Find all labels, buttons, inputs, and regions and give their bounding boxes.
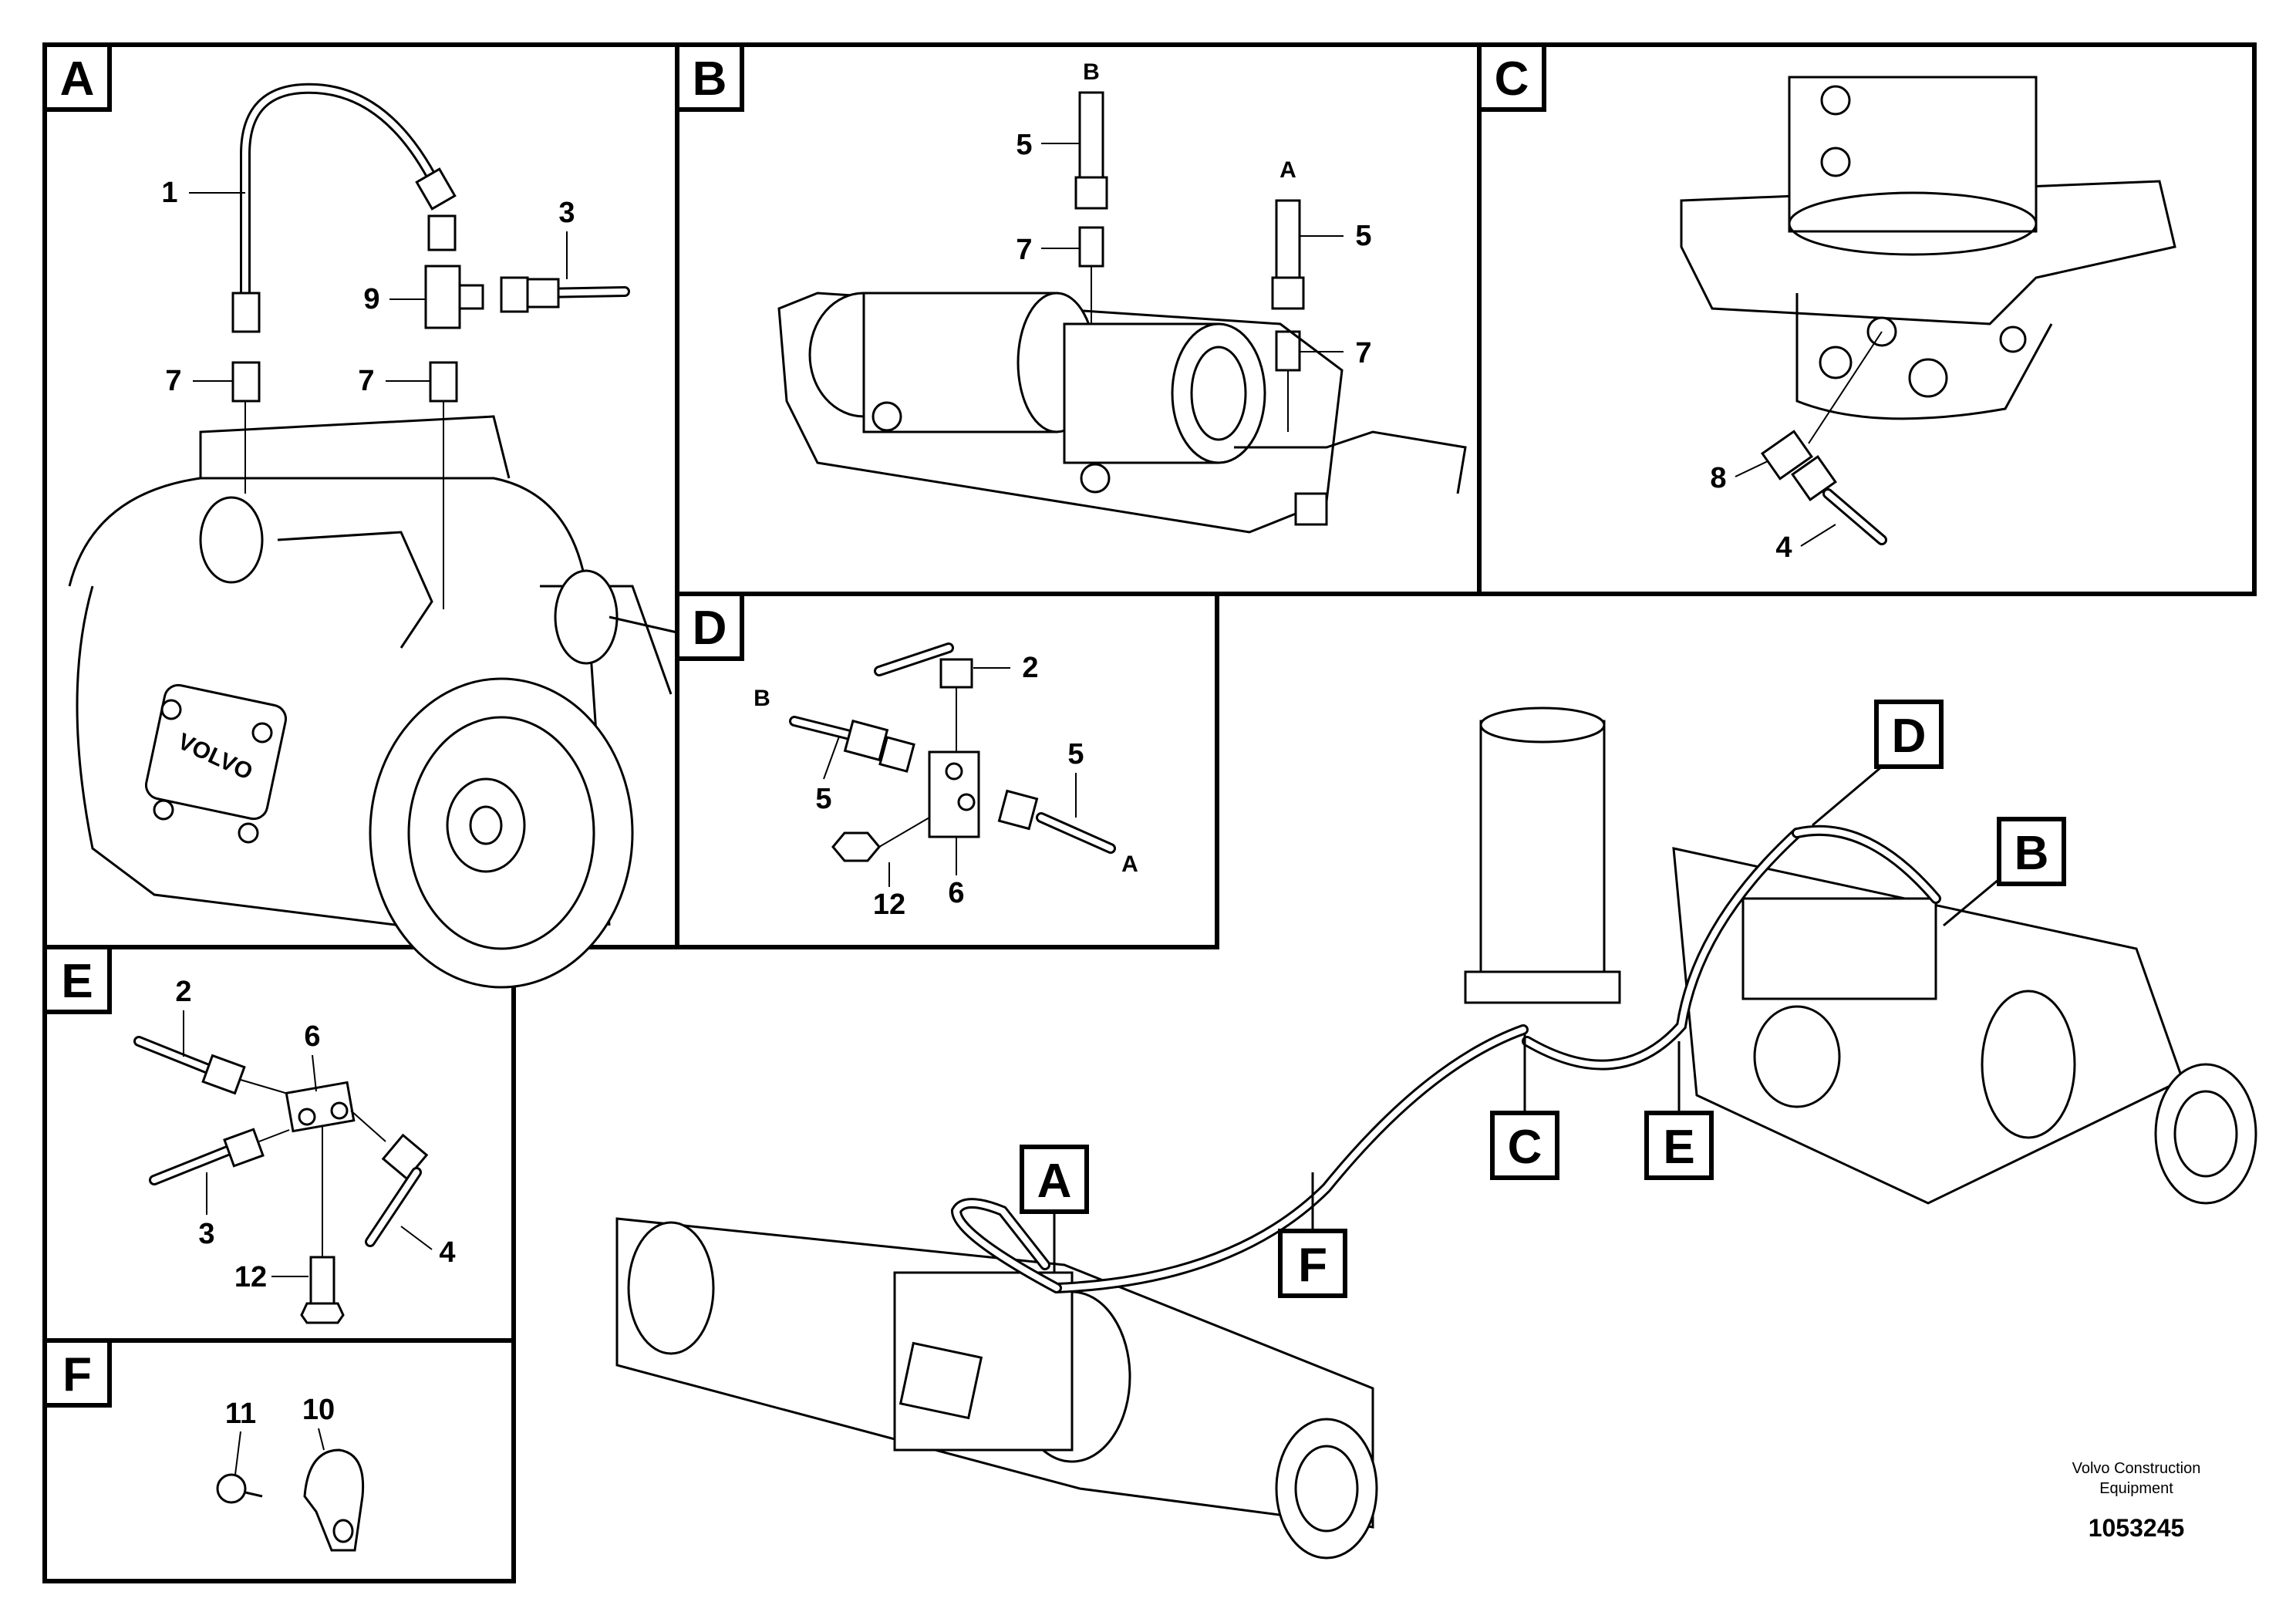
svg-text:D: D <box>1892 710 1927 763</box>
panel-c-callouts: 8 4 <box>1710 460 1836 564</box>
panel-a-callouts: 1 3 9 7 7 <box>161 177 575 397</box>
svg-text:B: B <box>2014 827 2049 880</box>
panel-d-callouts: 2 B 5 5 A 12 6 <box>754 652 1138 921</box>
svg-text:B: B <box>693 52 727 106</box>
svg-text:F: F <box>62 1348 92 1401</box>
brand-line-1: Volvo Construction <box>2072 1460 2201 1477</box>
overview-tag-a: A <box>1020 1145 1089 1273</box>
connection-a-marker-d: A <box>1121 851 1138 877</box>
panel-c-illustration <box>1680 76 2176 545</box>
overview-tag-c: C <box>1490 1034 1559 1180</box>
svg-text:C: C <box>1508 1121 1542 1174</box>
callout-7b: 7 <box>1355 337 1371 369</box>
callout-3-e: 3 <box>198 1218 214 1250</box>
svg-text:F: F <box>1298 1239 1327 1292</box>
panel-b-callouts: B 5 7 A 5 7 <box>1016 59 1371 369</box>
callout-2: 2 <box>1022 652 1038 684</box>
callout-7a: 7 <box>165 365 181 397</box>
callout-5b-d: 5 <box>1067 738 1084 771</box>
callout-2-e: 2 <box>175 976 191 1008</box>
panel-a-illustration: VOLVO <box>68 83 678 989</box>
panel-a-tag: A <box>42 42 112 112</box>
panel-e-callouts: 2 6 3 4 12 <box>175 976 455 1293</box>
callout-6-d: 6 <box>948 877 964 909</box>
svg-text:C: C <box>1495 52 1529 106</box>
overview-tag-f: F <box>1278 1172 1347 1298</box>
callout-10: 10 <box>302 1394 335 1426</box>
connection-b-marker: B <box>1083 59 1100 85</box>
svg-text:A: A <box>1037 1155 1072 1208</box>
panel-c-tag: C <box>1477 42 1546 112</box>
panel-c-frame <box>1477 42 2257 596</box>
panel-d-tag: D <box>675 592 744 661</box>
panel-b-illustration <box>777 91 1467 534</box>
panel-f-frame <box>42 1338 516 1583</box>
panel-e-frame <box>42 945 516 1343</box>
panel-f-tag: F <box>42 1338 112 1408</box>
panel-f-illustration <box>216 1448 365 1552</box>
overview-tag-b: B <box>1943 817 2066 927</box>
panel-b-tag: B <box>675 42 744 112</box>
callout-11: 11 <box>225 1398 256 1430</box>
overview-illustration <box>615 706 2257 1560</box>
svg-text:D: D <box>693 602 727 655</box>
callout-3: 3 <box>558 197 575 229</box>
brand-line-2: Equipment <box>2099 1480 2173 1497</box>
callout-1: 1 <box>161 177 177 209</box>
panel-e-tag: E <box>42 945 112 1014</box>
overview-tag-e: E <box>1644 1041 1714 1180</box>
panel-e-illustration <box>133 1036 429 1324</box>
callout-7a: 7 <box>1016 234 1032 266</box>
overview-tag-d: D <box>1812 700 1944 827</box>
callout-12-e: 12 <box>234 1261 267 1293</box>
callout-5b: 5 <box>1355 220 1371 252</box>
callout-12-d: 12 <box>873 889 905 921</box>
connection-a-marker: A <box>1279 157 1296 183</box>
connection-b-marker-d: B <box>754 686 770 711</box>
panel-d-frame <box>675 592 1219 949</box>
callout-4-e: 4 <box>439 1236 455 1269</box>
callout-9: 9 <box>363 283 379 315</box>
callout-6-e: 6 <box>304 1020 320 1053</box>
svg-text:E: E <box>61 955 93 1008</box>
callout-5a-d: 5 <box>815 783 831 815</box>
panel-f-callouts: 11 10 <box>225 1394 335 1475</box>
callout-8: 8 <box>1710 462 1726 494</box>
svg-text:A: A <box>60 52 95 106</box>
callout-5a: 5 <box>1016 129 1032 161</box>
drawing-number: 1053245 <box>2089 1514 2185 1542</box>
panel-d-illustration <box>789 642 1116 862</box>
callout-4: 4 <box>1775 531 1792 564</box>
callout-7b: 7 <box>358 365 374 397</box>
svg-text:E: E <box>1663 1121 1694 1174</box>
